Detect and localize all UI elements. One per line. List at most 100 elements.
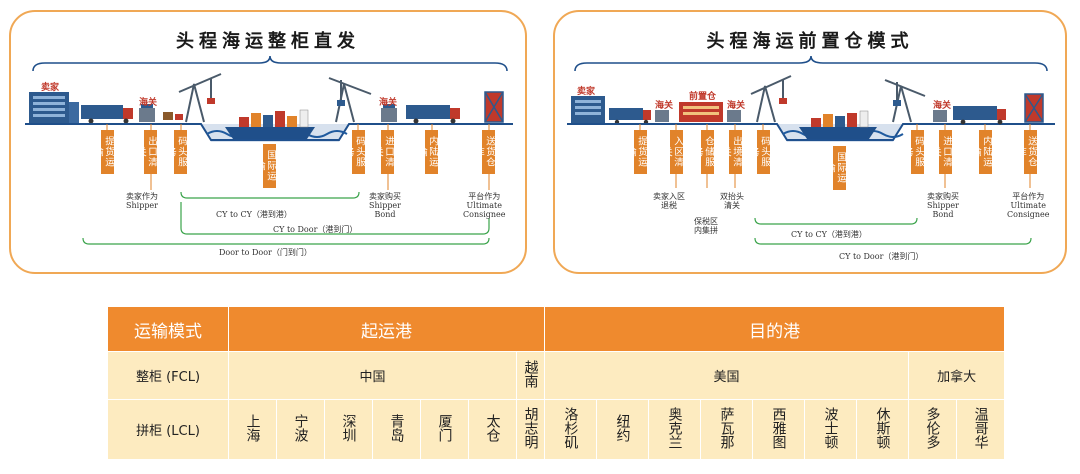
port-cell: 波士顿 — [804, 399, 858, 460]
hanging-container-icon — [779, 98, 787, 104]
header-origin: 起运港 — [227, 306, 546, 352]
customs-label: 海关 — [933, 101, 952, 111]
port-cell: 胡志明 — [515, 399, 546, 460]
seller-entry-note: 卖家入区退税 — [653, 192, 685, 210]
stage-box: 出境清关 — [720, 130, 742, 174]
seller-label: 卖家 — [577, 87, 596, 97]
title-brace — [574, 55, 1048, 72]
stage-box: 仓储服务 — [692, 130, 714, 174]
bonded-note: 保税区内集拼 — [694, 217, 718, 235]
header-mode: 运输模式 — [107, 306, 229, 352]
route-table: 运输模式 起运港 目的港 整柜 (FCL) 中国 越南 美国 加拿大 拼柜 (L… — [107, 306, 1006, 460]
stage-box: 送货仓库 — [1015, 130, 1037, 174]
crane-icon — [328, 77, 372, 123]
warehouse-building-icon — [679, 102, 723, 122]
cy-door-label: CY to Door（港到门） — [839, 252, 924, 261]
stage-box: 送货仓库 — [473, 130, 495, 174]
port-cell: 上海 — [228, 399, 277, 460]
cy-door-label: CY to Door（港到门） — [273, 225, 358, 234]
port-cell: 厦门 — [420, 399, 469, 460]
container-ship-icon — [225, 109, 315, 139]
door-door-label: Door to Door（门到门） — [219, 248, 312, 257]
stage-box: 国际运输 — [824, 146, 846, 190]
bracket-cy-cy — [180, 191, 360, 199]
bracket-door-door — [82, 237, 490, 245]
customs-house-icon — [933, 110, 947, 122]
cy-cy-label: CY to CY（港到港） — [216, 210, 292, 219]
port-cell: 西雅图 — [752, 399, 806, 460]
mode-fcl: 整柜 (FCL) — [107, 351, 229, 400]
hanging-container-icon — [337, 100, 345, 106]
customs-label: 海关 — [727, 101, 746, 111]
bracket-cy-cy — [754, 217, 918, 225]
stage-box: 进口清关 — [930, 130, 952, 174]
port-cell: 奥克兰 — [648, 399, 702, 460]
truck-icon — [953, 106, 1006, 125]
fcl-direct-panel: 头程海运整柜直发 — [9, 10, 527, 274]
panel-title: 头程海运前置仓模式 — [706, 31, 914, 52]
hanging-container-icon — [893, 100, 901, 106]
panel-title: 头程海运整柜直发 — [176, 31, 360, 52]
port-cell: 太仓 — [468, 399, 517, 460]
bracket-cy-door — [754, 237, 1032, 245]
country-vietnam: 越南 — [515, 351, 546, 400]
front-warehouse-panel: 头程海运前置仓模式 — [553, 10, 1067, 274]
stage-box: 提货运输 — [625, 130, 647, 174]
stage-box: 出口清关 — [135, 130, 157, 174]
seller-label: 卖家 — [41, 83, 60, 93]
customs-label: 海关 — [655, 101, 674, 111]
stage-box: 国际运输 — [254, 144, 276, 188]
stage-box: 码头服务 — [902, 130, 924, 174]
stage-box: 进口清关 — [372, 130, 394, 174]
hanging-container-icon — [207, 98, 215, 104]
bracket-cy-door — [180, 218, 490, 235]
header-destination: 目的港 — [544, 306, 1006, 352]
stage-box: 内陆运输 — [970, 130, 992, 174]
port-cell: 萨瓦那 — [700, 399, 754, 460]
crane-icon — [178, 73, 222, 123]
port-cell: 温哥华 — [956, 399, 1006, 460]
port-cell: 休斯顿 — [856, 399, 910, 460]
mode-lcl: 拼柜 (LCL) — [107, 399, 229, 460]
port-cell: 宁波 — [276, 399, 325, 460]
crane-icon — [750, 75, 792, 123]
country-canada: 加拿大 — [908, 351, 1006, 400]
warehouse-icon — [484, 91, 504, 123]
stage-box: 码头服务 — [748, 130, 770, 174]
customs-label: 海关 — [139, 98, 158, 108]
seller-building-icon — [29, 92, 79, 124]
logistics-scene — [25, 73, 513, 245]
port-cell: 多伦多 — [908, 399, 958, 460]
port-cell: 纽约 — [596, 399, 650, 460]
truck-icon — [406, 105, 460, 124]
crane-icon — [884, 79, 926, 123]
country-china: 中国 — [228, 351, 517, 400]
warehouse-icon — [1024, 93, 1044, 123]
customs-house-icon — [727, 110, 741, 122]
stage-box: 码头服务 — [165, 130, 187, 174]
customs-house-icon — [655, 110, 669, 122]
cy-cy-label: CY to CY（港到港） — [791, 230, 867, 239]
stage-box: 内陆运输 — [416, 130, 438, 174]
port-cell: 青岛 — [372, 399, 421, 460]
boxes-icon — [163, 112, 183, 120]
truck-icon — [609, 108, 651, 125]
port-cell: 洛杉矶 — [544, 399, 598, 460]
customs-house-icon — [381, 104, 397, 122]
stage-box: 提货运输 — [92, 130, 114, 174]
container-ship-icon — [799, 110, 877, 139]
country-usa: 美国 — [544, 351, 910, 400]
customs-label: 海关 — [379, 98, 398, 108]
warehouse-label: 前置仓 — [689, 92, 717, 102]
logistics-scene — [567, 75, 1055, 245]
port-cell: 深圳 — [324, 399, 373, 460]
stage-box: 入区清关 — [661, 130, 683, 174]
truck-icon — [81, 105, 133, 124]
title-brace — [32, 55, 508, 72]
stage-box: 码头服务 — [343, 130, 365, 174]
